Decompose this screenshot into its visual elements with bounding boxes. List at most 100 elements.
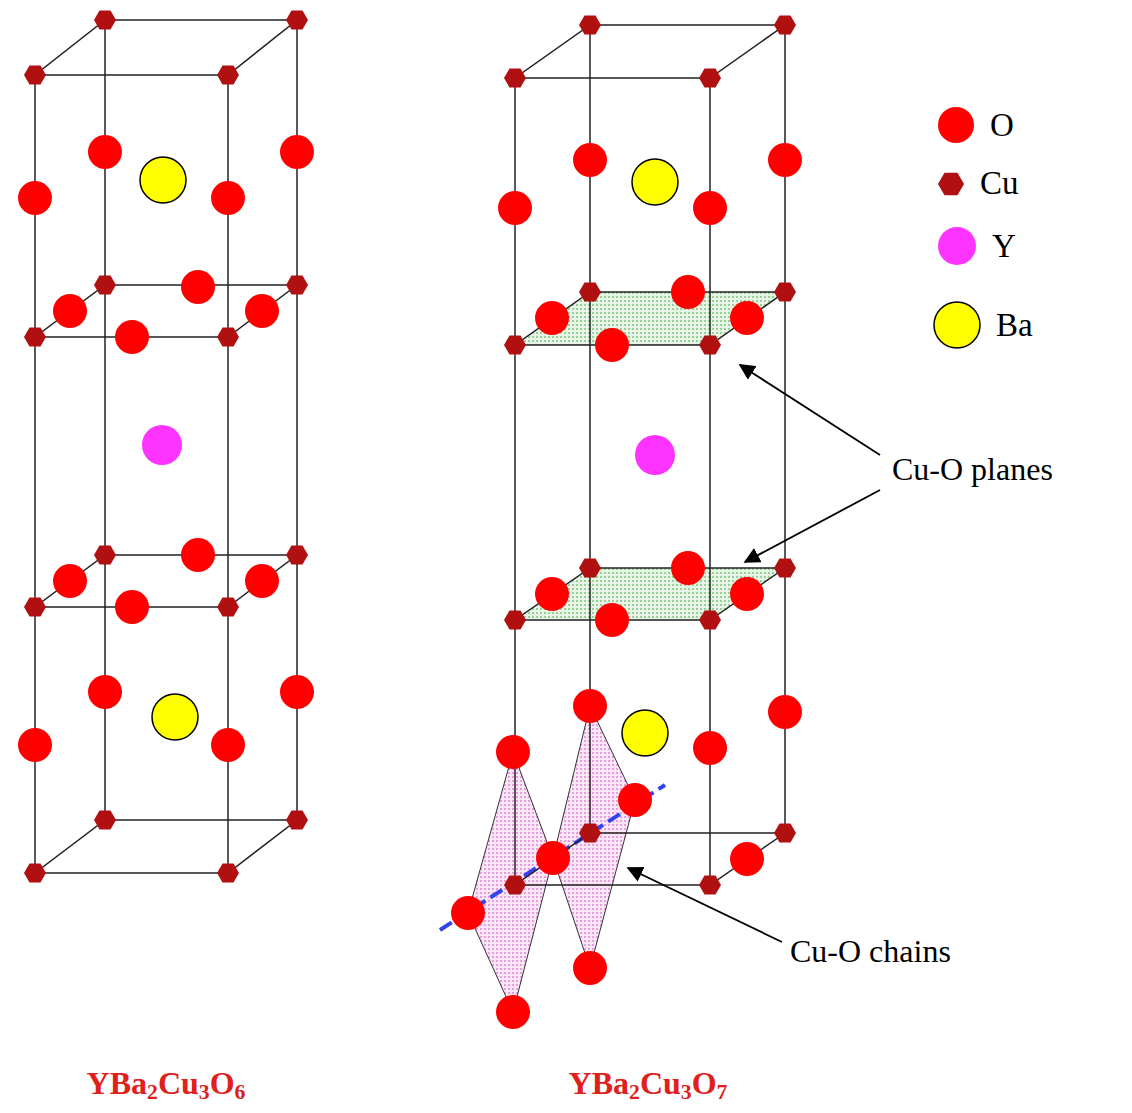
yttrium-atom [142,425,182,465]
oxygen-atoms [768,695,802,729]
barium-atoms [622,710,668,756]
oxygen-atoms [88,135,122,169]
oxygen-atoms [595,603,629,637]
legend-label: O [990,107,1014,144]
barium-atoms [152,694,198,740]
unit-cell-frame [515,568,785,620]
leader-arrows [628,868,782,942]
legend-swatch-box [936,225,978,267]
oxygen-atoms [730,577,764,611]
copper-atoms [94,811,116,830]
oxygen-atoms [671,551,705,585]
oxygen-atoms [53,294,87,328]
copper-atoms [94,546,116,565]
oxygen-atoms [573,689,607,723]
copper-atoms [699,876,721,895]
copper-atoms [579,559,601,578]
legend-label: Y [992,228,1016,265]
copper-atoms [504,69,526,88]
legend-swatch [938,172,964,195]
copper-atoms [579,824,601,843]
copper-atoms [24,598,46,617]
copper-atoms [774,559,796,578]
part-label: Cu-O planes [892,452,1053,487]
oxygen-atoms [536,841,570,875]
oxygen-atoms [451,896,485,930]
legend-entry: Cu [936,165,1019,202]
oxygen-atoms [768,143,802,177]
formula-caption: YBa2Cu3O6 [87,1066,246,1105]
copper-atoms [699,336,721,355]
oxygen-atoms [693,191,727,225]
oxygen-atoms [245,564,279,598]
oxygen-atoms [18,181,52,215]
cuo-chain-polyhedra [468,706,635,1012]
oxygen-atoms [498,191,532,225]
oxygen-atoms [280,675,314,709]
part-label: Cu-O chains [790,934,951,969]
copper-atoms [699,69,721,88]
copper-atoms [504,16,796,895]
legend-swatch-box [936,105,976,145]
oxygen-atoms [18,728,52,762]
leader-arrows [740,365,880,455]
copper-atoms [286,546,308,565]
unit-cell-frame [515,292,785,345]
copper-atoms [24,11,308,883]
legend-swatch-box [932,300,982,350]
oxygen-atoms [211,728,245,762]
legend-entry: Y [936,225,1016,267]
copper-atoms [217,864,239,883]
copper-atoms [217,598,239,617]
oxygen-atoms [618,783,652,817]
oxygen-atoms [595,328,629,362]
oxygen-atoms [573,143,607,177]
oxygen-atoms [496,735,530,769]
oxygen-atoms [535,301,569,335]
copper-atoms [24,66,46,85]
copper-atoms [24,328,46,347]
unit-cell-frame [35,20,297,75]
oxygen-atoms [115,320,149,354]
unit-cell-frame [515,833,785,885]
cuo-plane-shading [515,292,785,620]
oxygen-atoms [451,143,802,1029]
copper-atoms [774,283,796,302]
legend-label: Cu [980,165,1019,202]
oxygen-atoms [211,181,245,215]
copper-atoms [579,16,601,35]
unit-cell-frame [35,20,297,873]
oxygen-atoms [671,275,705,309]
copper-atoms [286,811,308,830]
copper-atoms [504,611,526,630]
oxygen-atoms [535,577,569,611]
legend-label: Ba [996,307,1033,344]
cuo-plane-shading [515,292,785,345]
copper-atoms [504,876,526,895]
barium-atoms [622,159,678,756]
oxygen-atoms [181,538,215,572]
unit-cell-frame [35,555,297,607]
oxygen-atoms [115,590,149,624]
cuo-plane-shading [515,568,785,620]
legend-entry: O [936,105,1014,145]
legend-swatch [938,227,976,265]
unit-cell-frame [35,285,297,337]
legend-entry: Ba [932,300,1033,350]
leader-arrows [628,365,880,942]
copper-atoms [94,276,116,295]
oxygen-atoms [245,294,279,328]
oxygen-atoms [730,301,764,335]
yttrium-atom [635,435,675,475]
oxygen-atoms [730,842,764,876]
copper-atoms [217,66,239,85]
oxygen-atoms [693,731,727,765]
oxygen-atoms [496,995,530,1029]
copper-atoms [24,864,46,883]
copper-atoms [774,16,796,35]
unit-cell-frame [515,25,785,78]
copper-atoms [94,11,116,30]
copper-atoms [286,11,308,30]
oxygen-atoms [573,951,607,985]
cuo-chain-polyhedra [553,706,635,968]
